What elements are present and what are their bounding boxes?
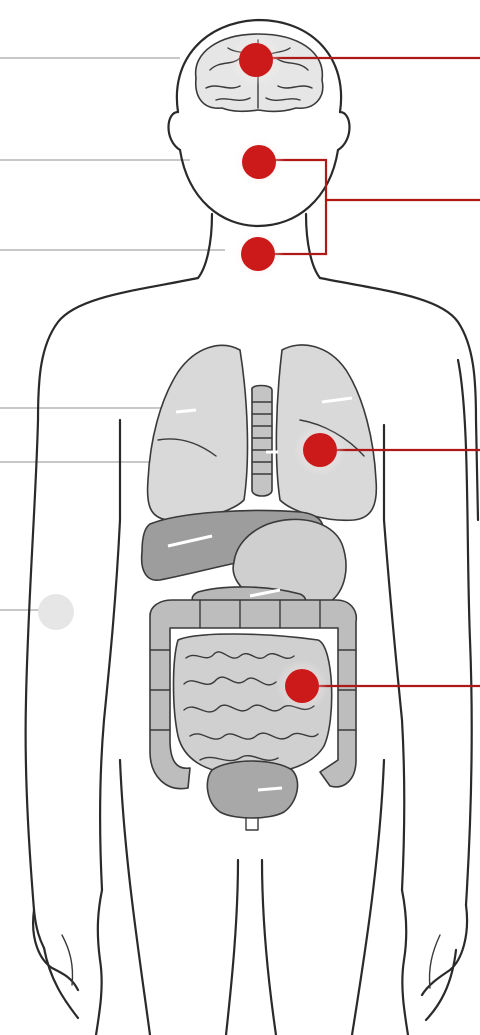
- bladder-highlight: [258, 788, 282, 790]
- right-outer-arm: [458, 360, 472, 905]
- bladder: [207, 761, 297, 830]
- right-inner-arm: [384, 425, 404, 890]
- intestine-marker[interactable]: [285, 669, 319, 703]
- neck-right: [306, 214, 320, 278]
- left-inner-arm: [100, 420, 120, 890]
- lung-marker[interactable]: [303, 433, 337, 467]
- leader-face-throat-bracket: [258, 160, 480, 254]
- left-hand: [33, 890, 102, 1035]
- right-lung-left-side: [148, 345, 248, 520]
- left-leg-inner: [226, 860, 238, 1035]
- left-ear: [169, 112, 181, 150]
- right-hip: [352, 760, 384, 1035]
- right-leg-inner: [262, 860, 276, 1035]
- throat-marker[interactable]: [241, 237, 275, 271]
- face-marker[interactable]: [242, 145, 276, 179]
- bladder-shape: [207, 761, 297, 818]
- brain-marker[interactable]: [239, 43, 273, 77]
- neck-left: [198, 214, 212, 278]
- lungs: [148, 345, 377, 520]
- hand-faint-marker: [38, 594, 74, 630]
- right-hand: [402, 890, 467, 1035]
- left-hip: [120, 760, 150, 1035]
- right-ear: [338, 112, 350, 150]
- urethra: [246, 818, 258, 830]
